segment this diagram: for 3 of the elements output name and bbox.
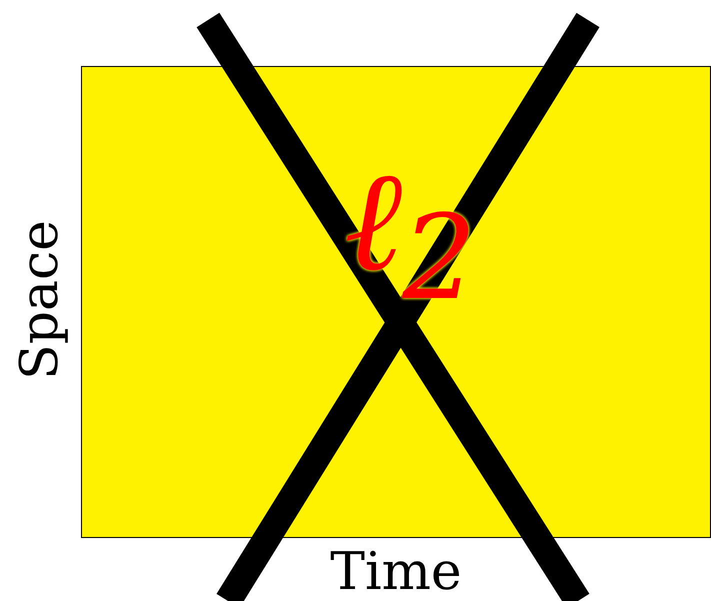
- axis-label: Time: [330, 546, 462, 598]
- axis-label: Space: [14, 220, 66, 380]
- plot-area: [81, 66, 711, 538]
